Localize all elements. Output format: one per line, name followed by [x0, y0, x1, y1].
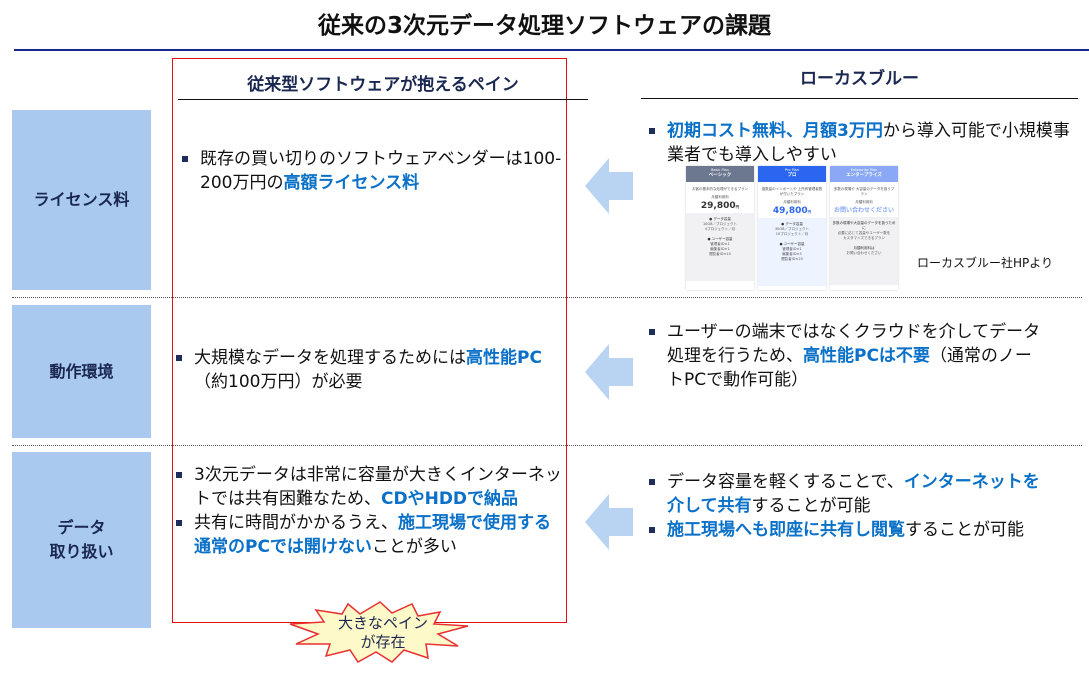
body-text: ことが多い [371, 537, 457, 557]
plan-fee-label: 月額利用料 [855, 200, 873, 204]
highlight-text: 施工現場へも即座に共有し閲覧 [667, 520, 905, 540]
bullet-item: ユーザーの端末ではなくクラウドを介してデータ処理を行うため、高性能PCは不要（通… [645, 320, 1045, 392]
starburst-callout [289, 601, 469, 663]
plan-desc: お客の基本的な処理ができるプラン [692, 187, 748, 191]
row-label-line: データ [57, 518, 106, 537]
bullet-item: 共有に時間がかかるうえ、施工現場で使用する通常のPCでは開けないことが多い [172, 511, 564, 559]
body-text: することが可能 [905, 520, 1024, 540]
plan-feature: 10プロジェクト／月 [775, 232, 809, 236]
plan-fee-label: 月額利用料 [783, 200, 801, 204]
left-arrow-icon [585, 494, 633, 550]
bullet-item: 既存の買い切りのソフトウェアベンダーは100-200万円の高額ライセンス料 [178, 147, 568, 195]
plan-name: プロ [787, 173, 797, 178]
body-text: （通常のノートPCで動作可能） [667, 346, 1032, 390]
plan-feature: ● ユーザー容量 [707, 237, 733, 241]
highlight-text: CDやHDDで納品 [381, 489, 519, 509]
column-header-solution: ローカスブルー [800, 69, 919, 89]
plan-feature: 4プロジェクト／月 [704, 227, 736, 231]
solution-text-data-handling: データ容量を軽くすることで、インターネットを介して共有することが可能施工現場へも… [645, 470, 1040, 542]
plan-price: お問い合わせください [833, 207, 894, 214]
bullet-item: 初期コスト無料、月額3万円から導入可能で小規模事業者でも導入しやすい [645, 119, 1075, 167]
highlight-text: インターネットを介して共有 [667, 472, 1040, 516]
column-header-underline [641, 98, 1078, 99]
body-text: 大規模なデータを処理するためには [194, 348, 466, 368]
row-label-license: ライセンス料 [12, 110, 151, 290]
highlight-text: 高性能PC [466, 348, 542, 368]
body-text: から導入可能で小規模事業者でも導入しやすい [667, 121, 1070, 165]
highlight-text: 初期コスト無料、月額3万円 [667, 121, 883, 141]
body-text: 共有に時間がかかるうえ、 [194, 513, 398, 533]
solution-text-license: 初期コスト無料、月額3万円から導入可能で小規模事業者でも導入しやすい [645, 119, 1075, 167]
body-text: することが可能 [751, 496, 871, 516]
plan-fee-label: 月額利用料 [711, 195, 729, 199]
plan-feature: 30GB／プロジェクト [774, 227, 810, 231]
plan-feature: 月額利用料は [853, 246, 875, 250]
plan-feature: ● データ容量 [709, 217, 731, 221]
bullet-item: 施工現場へも即座に共有し閲覧することが可能 [645, 518, 1040, 542]
plan-feature: 編集者ID×5 [782, 252, 802, 256]
slide-title: 従来の3次元データ処理ソフトウェアの課題 [317, 13, 771, 39]
pain-text-data-handling: 3次元データは非常に容量が大きくインターネットでは共有困難なため、CDやHDDで… [172, 463, 564, 559]
plan-feature: ● ユーザー容量 [779, 242, 805, 246]
bullet-item: 3次元データは非常に容量が大きくインターネットでは共有困難なため、CDやHDDで… [172, 463, 564, 511]
body-text: 既存の買い切りのソフトウェアベンダーは100-200万円の [200, 149, 562, 193]
plan-feature: 管理者ID×1 [782, 247, 802, 251]
plan-feature: 編集者ID×1 [710, 247, 730, 251]
body-text: 3次元データは非常に容量が大きくインターネットでは共有困難なため、 [194, 465, 562, 509]
row-divider [12, 445, 1082, 446]
plan-feature: カスタマイズできるプラン [843, 236, 885, 240]
plan-feature: ● データ容量 [781, 222, 803, 226]
body-text: （約100万円）が必要 [194, 372, 363, 392]
plan-feature: 必要に応じて容量やユーザー数を [837, 231, 891, 235]
plan-sub: Basic Plan [711, 168, 729, 172]
highlight-text: 高性能PCは不要 [803, 346, 930, 366]
plan-price: 29,800 [700, 201, 736, 211]
plan-feature: 閲覧者ID×20 [781, 257, 803, 261]
plan-feature: 多数の現場や大容量のデータを扱うために [832, 221, 896, 230]
plan-name: ベーシック [708, 173, 732, 178]
row-label-data-handling: データ 取り扱い [12, 452, 151, 628]
column-header-pain: 従来型ソフトウェアが抱えるペイン [247, 75, 519, 95]
plan-unit: 円 [735, 205, 740, 209]
plan-feature: 閲覧者ID×10 [709, 252, 731, 256]
plan-desc: 多数の現場や 大容量のデータを扱うプラン [833, 187, 895, 196]
source-note: ローカスブルー社HPより [917, 256, 1054, 270]
bullet-item: データ容量を軽くすることで、インターネットを介して共有することが可能 [645, 470, 1040, 518]
row-label-line: 取り扱い [49, 542, 114, 561]
highlight-text: 施工現場で使用する通常のPCでは開けない [194, 513, 551, 557]
plan-name: エンタープライズ [846, 173, 882, 178]
highlight-text: 高額ライセンス料 [283, 173, 420, 193]
solution-text-environment: ユーザーの端末ではなくクラウドを介してデータ処理を行うため、高性能PCは不要（通… [645, 320, 1045, 392]
plan-feature: お問い合わせください [846, 251, 882, 255]
plan-feature: 管理者ID×1 [710, 242, 730, 246]
plan-price: 49,800 [772, 206, 808, 216]
plan-feature: 10GB／プロジェクト [702, 222, 738, 226]
plan-desc: 複数量のインポートや 上所有管理者数が付いたプラン [761, 187, 823, 196]
row-divider [12, 297, 1082, 298]
row-label-environment: 動作環境 [12, 305, 151, 438]
title-divider [14, 49, 1089, 51]
callout-line: 大きなペイン [337, 614, 428, 632]
pain-text-environment: 大規模なデータを処理するためには高性能PC （約100万円）が必要 [172, 346, 562, 394]
left-arrow-icon [585, 344, 633, 400]
plan-sub: Pro Plan [784, 168, 800, 172]
bullet-item: 大規模なデータを処理するためには高性能PC （約100万円）が必要 [172, 346, 562, 394]
body-text: データ容量を軽くすることで、 [667, 472, 904, 492]
pain-text-license: 既存の買い切りのソフトウェアベンダーは100-200万円の高額ライセンス料 [178, 147, 568, 195]
callout-text: 大きなペイン が存在 [298, 614, 468, 652]
body-text: ユーザーの端末ではなくクラウドを介してデータ処理を行うため、 [667, 322, 1041, 366]
column-header-underline [178, 99, 588, 100]
plan-sub: Enterprise Plan [850, 168, 878, 172]
plan-unit: 円 [807, 210, 812, 214]
callout-line: が存在 [360, 633, 406, 651]
left-arrow-icon [585, 158, 633, 214]
